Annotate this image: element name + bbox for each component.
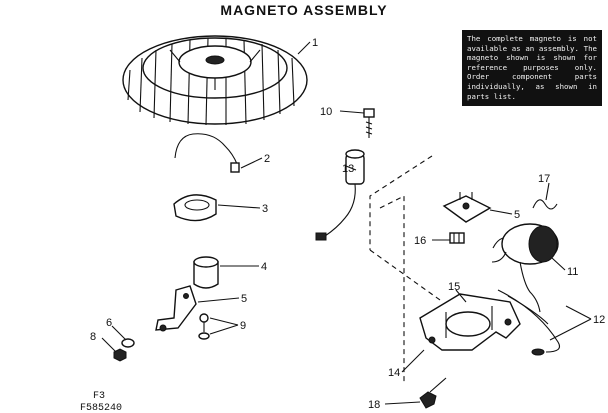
callout-9: 9 xyxy=(240,320,246,332)
spring xyxy=(532,199,558,210)
bracket-left xyxy=(155,285,197,332)
diagram-title: MAGNETO ASSEMBLY xyxy=(220,2,388,18)
callout-15: 15 xyxy=(448,281,460,293)
callout-16: 16 xyxy=(414,235,426,247)
condenser xyxy=(315,149,365,241)
callout-5-left: 5 xyxy=(241,293,247,305)
mounting-bolt xyxy=(419,377,447,409)
lead-wires xyxy=(497,289,561,356)
terminal-screw xyxy=(363,108,375,138)
availability-note: The complete magneto is not available as… xyxy=(462,30,602,106)
callout-11: 11 xyxy=(567,266,578,278)
armature-bracket xyxy=(419,293,521,351)
callout-13: 13 xyxy=(342,163,354,175)
sleeve xyxy=(193,256,219,289)
assembly-guide-lines xyxy=(369,155,441,382)
callout-2: 2 xyxy=(264,153,270,165)
breaker-plate xyxy=(442,192,492,223)
callout-18: 18 xyxy=(368,399,380,411)
connector xyxy=(449,232,465,244)
drawing-number: F585240 xyxy=(80,403,122,413)
ignition-coil xyxy=(491,223,559,313)
callout-12: 12 xyxy=(593,314,605,326)
callout-17: 17 xyxy=(538,173,550,185)
callout-5-right: 5 xyxy=(514,209,520,221)
callout-8: 8 xyxy=(90,331,96,343)
callout-10: 10 xyxy=(320,106,332,118)
callout-6: 6 xyxy=(106,317,112,329)
callout-3: 3 xyxy=(262,203,268,215)
callout-numbers: 1 2 3 4 5 6 8 9 10 13 17 5 16 11 15 12 1… xyxy=(90,37,605,411)
clip xyxy=(173,194,217,222)
callout-14: 14 xyxy=(388,367,400,379)
washer-and-nut xyxy=(113,338,135,362)
leader-lines xyxy=(101,41,592,405)
callout-1: 1 xyxy=(312,37,318,49)
flywheel xyxy=(122,35,308,126)
figure-id: F3 xyxy=(93,391,105,402)
ground-wire xyxy=(174,133,240,173)
screws xyxy=(198,313,210,340)
callout-4: 4 xyxy=(261,261,267,273)
